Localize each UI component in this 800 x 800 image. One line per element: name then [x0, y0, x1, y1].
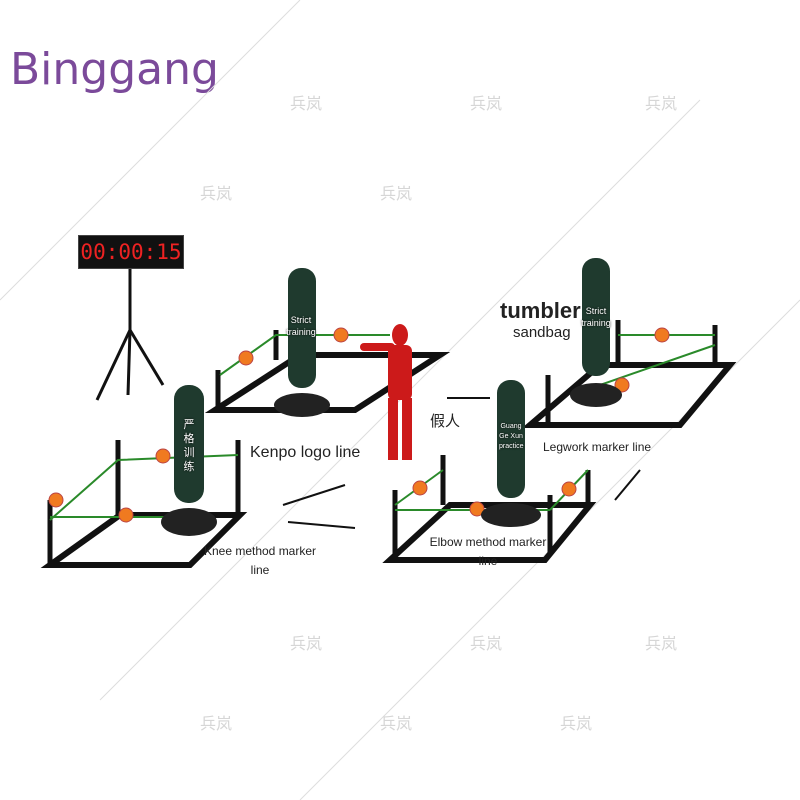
brand-logo: Binggang [10, 44, 219, 95]
watermark: 兵岚 [290, 636, 323, 653]
tripod [95, 267, 165, 401]
watermark: 兵岚 [645, 96, 678, 113]
watermark: 兵岚 [645, 636, 678, 653]
posts [47, 320, 718, 565]
label-knee-marker-line: Knee method marker line [203, 544, 317, 577]
arrows [282, 397, 641, 529]
label-tumbler: tumbler [500, 298, 581, 323]
watermark: 兵岚 [470, 96, 503, 113]
label-kenpo-logo-line: Kenpo logo line [250, 444, 361, 461]
label-guang-ge-xun: Guang Ge Xun practice [499, 423, 524, 450]
label-strict-training-2: Strict training [581, 306, 611, 328]
watermark: 兵岚 [470, 636, 503, 653]
watermark: 兵岚 [200, 186, 233, 203]
red-dummy [360, 324, 412, 460]
watermark: 兵岚 [200, 716, 233, 733]
label-legwork-marker-line: Legwork marker line [543, 440, 652, 454]
watermark: 兵岚 [380, 716, 413, 733]
digital-timer: 00:00:15 [78, 235, 184, 269]
label-elbow-marker-line: Elbow method marker line [429, 535, 547, 568]
label-strict-training-1: Strict training [286, 315, 316, 337]
tumbler-sandbags [161, 258, 622, 536]
label-dummy: 假人 [430, 413, 461, 430]
watermark: 兵岚 [290, 96, 323, 113]
orange-markers [48, 327, 670, 523]
label-bag-chinese: 严格训练 [183, 419, 195, 473]
watermark: 兵岚 [560, 716, 593, 733]
label-sandbag: sandbag [513, 324, 571, 341]
watermark: 兵岚 [380, 186, 413, 203]
